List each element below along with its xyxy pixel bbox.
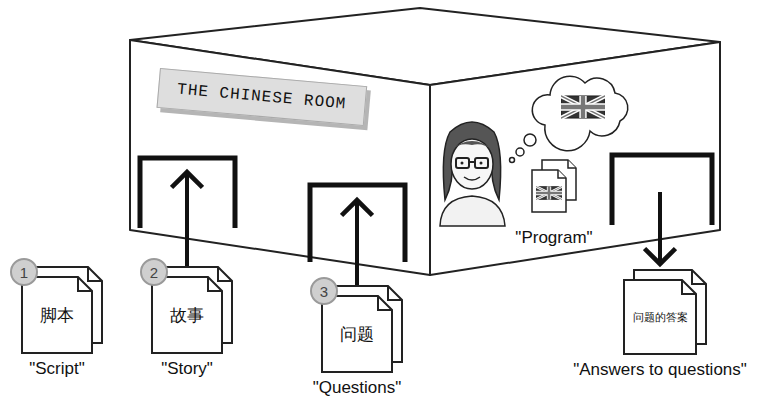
page-fold (378, 296, 392, 310)
program-documents (558, 170, 566, 178)
document-face: 故事 (152, 277, 222, 353)
room-sign: THE CHINESE ROOM (157, 68, 367, 126)
document-caption: "Answers to questions" (573, 360, 747, 380)
thought-bubble (510, 158, 515, 163)
room-box (130, 8, 720, 275)
callout-number: 1 (10, 258, 38, 286)
document-stack: 问题"Questions" (322, 296, 392, 372)
document-face: 脚本 (22, 277, 92, 353)
flow-arrow (185, 172, 189, 273)
page-fold (692, 270, 706, 284)
document-caption: "Questions" (313, 378, 402, 398)
room-box (430, 42, 720, 275)
program-documents (532, 160, 576, 212)
person (451, 141, 493, 150)
person (440, 196, 505, 226)
thought-bubble (510, 76, 628, 162)
document-stack: 脚本"Script" (22, 277, 92, 353)
page-fold (78, 277, 92, 291)
program-documents (568, 160, 576, 168)
document-page (624, 280, 696, 354)
room-title: THE CHINESE ROOM (176, 81, 347, 114)
document-face: 问题 (322, 296, 392, 372)
document-text: 问题 (340, 323, 374, 346)
person (443, 122, 500, 200)
thought-bubble (516, 148, 524, 156)
thought-bubble (532, 76, 628, 151)
document-page (152, 277, 222, 353)
person (475, 158, 488, 168)
document-page (322, 296, 392, 372)
page-fold (208, 277, 222, 291)
document-text: 问题的答案 (633, 310, 688, 325)
person (464, 177, 480, 180)
callout-number: 3 (310, 277, 338, 305)
document-stack: 故事"Story" (152, 277, 222, 353)
document-face: 问题的答案 (624, 280, 696, 354)
thought-bubble (524, 134, 536, 146)
document-caption: "Script" (29, 359, 85, 379)
page-fold (88, 267, 102, 281)
document-stack: 问题的答案"Answers to questions" (624, 280, 696, 354)
person (461, 162, 464, 165)
flow-arrow (355, 200, 359, 292)
flow-arrow (658, 192, 662, 264)
program-documents (532, 170, 566, 212)
slot (140, 155, 712, 262)
page-fold (682, 280, 696, 294)
person (480, 162, 483, 165)
room-box: THE CHINESE ROOM (130, 8, 720, 275)
callout-number: 2 (140, 258, 168, 286)
program-label: "Program" (515, 228, 592, 248)
document-caption: "Story" (161, 359, 213, 379)
document-text: 故事 (170, 304, 204, 327)
room-box (130, 40, 430, 275)
person (440, 122, 505, 226)
page-fold (388, 286, 402, 300)
person (469, 161, 475, 163)
person (456, 158, 469, 168)
person (451, 139, 493, 189)
document-text: 脚本 (40, 304, 74, 327)
program-documents (536, 187, 562, 200)
page-fold (218, 267, 232, 281)
document-page (22, 277, 92, 353)
thought-bubble (561, 96, 605, 118)
